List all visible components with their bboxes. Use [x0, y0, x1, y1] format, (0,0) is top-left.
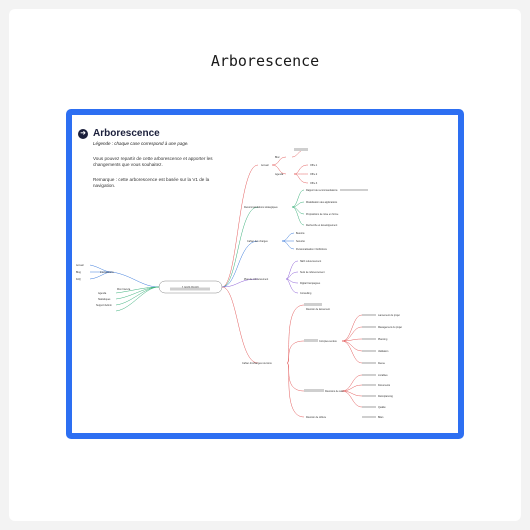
ref-4: Consulting [300, 292, 312, 295]
cdc-1: Besoins [296, 232, 305, 235]
echanges-3: Réunions de suivi [325, 390, 344, 393]
strat-2: Modélisation des applications [306, 201, 338, 204]
cdc-2: Sécurité [296, 240, 305, 243]
ref-3: Digital Campagnes [300, 282, 321, 285]
remark-paragraph: Remarque : cette arborescence est basée … [93, 177, 210, 188]
ref-1: SEO referencement [300, 260, 321, 263]
echanges-leaf-1: Lancement du projet [378, 314, 400, 317]
legend-text: Légende : chaque case correspond à une p… [93, 141, 189, 146]
echanges-leaf-5: Revue [378, 362, 386, 365]
echanges-4: Réunion de clôture [306, 416, 327, 419]
cdc-3: Personnalisation / Définitions [296, 248, 328, 251]
left-hub-label: Mon Intervia [117, 288, 131, 291]
echanges-leaf-8: Rétroplanning [378, 395, 394, 398]
echanges-leaf-2: Management du projet [378, 326, 402, 329]
offre-2: Offre 2 [310, 173, 318, 176]
root-label: Lorem ipsum [182, 285, 199, 289]
left-child-3: Statistiques [98, 298, 111, 301]
ref-2: Suivi de référencement [300, 271, 325, 274]
accueil-label: Accueil [261, 164, 269, 167]
echanges-leaf-3: Planning [378, 338, 388, 341]
strat-label: Recommandations stratégiques [244, 206, 278, 209]
page-title: Arborescence [210, 52, 320, 70]
board-title: Arborescence [93, 128, 160, 139]
offre-1: Offre 1 [310, 164, 318, 167]
echanges-leaf-9: Qualité [378, 406, 386, 409]
cdc-label: Cahier des charges [247, 240, 269, 243]
left-child-1: Interventions [100, 271, 114, 274]
bloc-label: Bloc [275, 156, 280, 159]
echanges-2: Comptes-rendus [319, 340, 337, 343]
echanges-leaf-10: Bilan [378, 416, 384, 419]
echanges-label: Cahier d'échanges réunions [242, 362, 272, 365]
echanges-leaf-6: Livrables [378, 374, 388, 377]
left-child-4: Support Admin [96, 304, 112, 307]
arrow-right-icon: ➜ [78, 129, 88, 139]
offre-3: Offre 3 [310, 182, 318, 185]
left-child-2: Agenda [98, 292, 107, 295]
left-leaf-2: Blog [76, 271, 81, 274]
intro-paragraph: Vous pouvez repartir de cette arborescen… [93, 156, 213, 167]
strat-1: Rapport de recommandations [306, 189, 338, 192]
strat-3: Propositions de mise en forme [306, 213, 339, 216]
ref-label: Plan de référencement [244, 278, 269, 281]
left-leaf-3: FAQ [76, 278, 81, 281]
agenda-label: Agenda [275, 173, 284, 176]
left-leaf-1: Accueil [76, 264, 84, 267]
echanges-1: Réunion de lancement [306, 308, 330, 311]
mindmap-diagram: Lorem ipsum Mon Intervia Interventions A… [76, 148, 402, 419]
strat-4: Recherche et développement [306, 224, 338, 227]
mindmap-board[interactable]: ➜ Arborescence Légende : chaque case cor… [72, 115, 458, 433]
echanges-leaf-4: Validation [378, 350, 389, 353]
echanges-leaf-7: Documents [378, 384, 391, 387]
